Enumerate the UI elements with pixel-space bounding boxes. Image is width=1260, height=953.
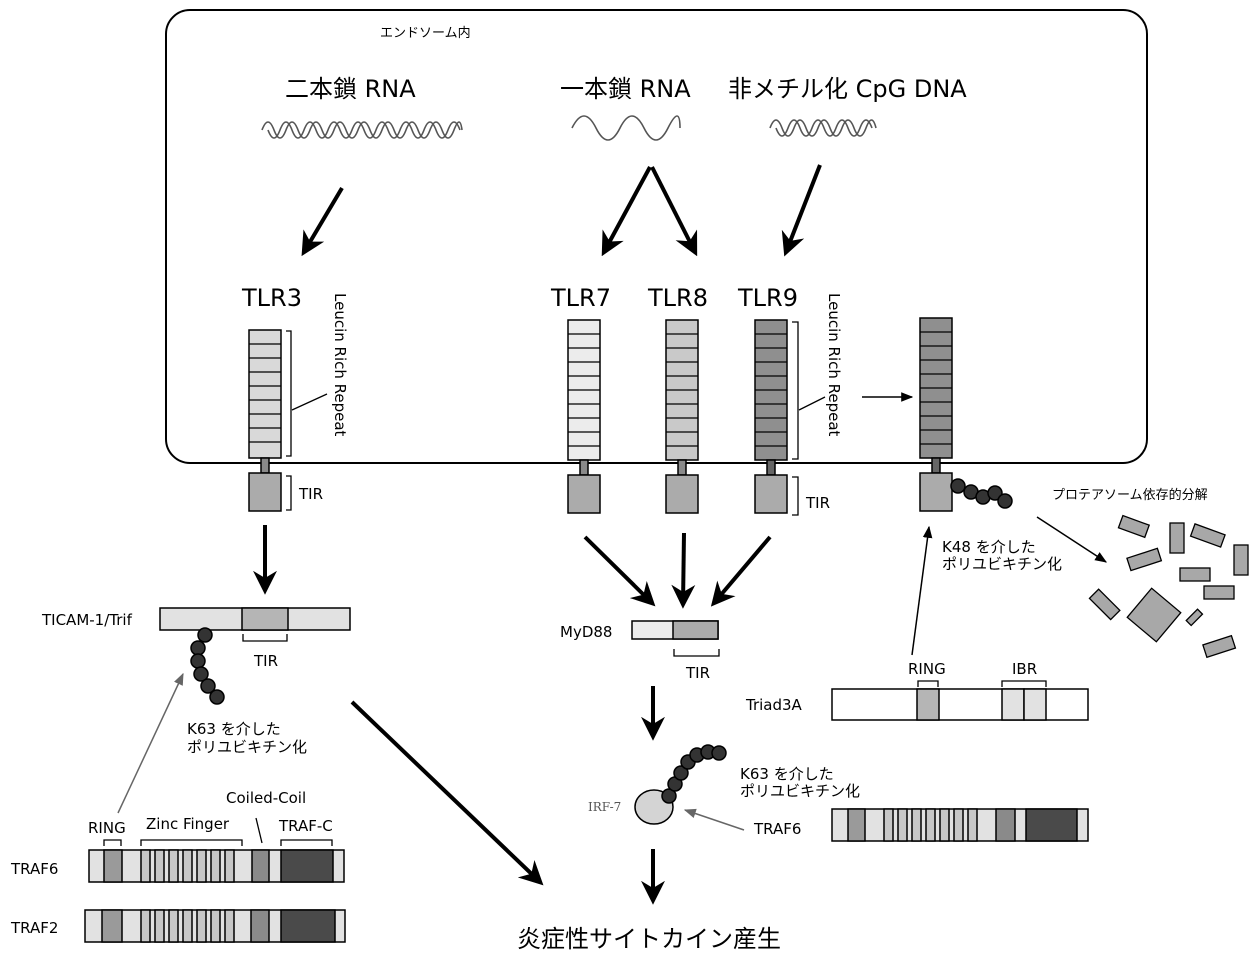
tlr9-ubiquitinated	[920, 318, 952, 511]
ligand-dsrna-label: 二本鎖 RNA	[285, 75, 416, 103]
triad3a-ring-label: RING	[908, 660, 946, 678]
tlr9-lrr-bracket	[792, 322, 798, 459]
arrow-ssrna-to-tlr8	[652, 167, 695, 252]
traf-coiled-coil-leader	[256, 818, 262, 843]
tlr8-label: TLR8	[647, 284, 708, 312]
tlr9-tir-bracket	[792, 477, 798, 515]
traf6-right-label: TRAF6	[753, 820, 801, 838]
myd88-label: MyD88	[560, 623, 612, 641]
trif-protein	[160, 608, 350, 630]
irf7-label: IRF-7	[588, 800, 621, 814]
traf-zinc-finger-bracket	[141, 840, 242, 846]
cytokine-production-label: 炎症性サイトカイン産生	[517, 925, 781, 953]
arrow-trif-to-cytokine	[352, 702, 540, 882]
k63-ubiquitin-chain-trif	[191, 628, 224, 704]
tlr9-receptor	[755, 320, 787, 513]
trif-tir-label: TIR	[253, 652, 278, 670]
tlr8-receptor	[666, 320, 698, 513]
k63-right-label-line1: K63 を介した	[740, 765, 834, 783]
k63-left-label-line2: ポリユビキチン化	[187, 738, 307, 756]
tlr3-receptor	[249, 330, 281, 511]
lrr-label-right: Leucin Rich Repeat	[825, 293, 843, 437]
traf6-left-domains	[89, 850, 344, 882]
arrow-tlr8-to-myd88	[683, 533, 684, 604]
endosome-label: エンドソーム内	[380, 25, 471, 41]
traf6-left-label: TRAF6	[10, 860, 58, 878]
tlr3-lrr-bracket	[286, 331, 291, 456]
triad3a-ibr-label: IBR	[1012, 660, 1037, 678]
tlr9-label: TLR9	[737, 284, 798, 312]
k63-right-label-line2: ポリユビキチン化	[740, 782, 860, 800]
traf-zinc-finger-label: Zinc Finger	[146, 815, 230, 833]
ligand-ssrna-label: 一本鎖 RNA	[560, 75, 691, 103]
k63-left-label-line1: K63 を介した	[187, 720, 281, 738]
traf-c-label: TRAF-C	[278, 817, 333, 835]
myd88-tir-label: TIR	[685, 664, 710, 682]
tlr7-label: TLR7	[550, 284, 611, 312]
k48-label-line2: ポリユビキチン化	[942, 555, 1062, 573]
tlr3-lrr-leader	[292, 394, 327, 410]
tlr3-tir-bracket	[286, 476, 291, 510]
ligand-cpg-label: 非メチル化 CpG DNA	[728, 75, 967, 103]
arrow-traf6-to-irf7	[685, 810, 744, 830]
traf2-domains	[85, 910, 345, 942]
traf-c-bracket	[281, 840, 332, 846]
traf-coiled-coil-label: Coiled-Coil	[226, 789, 306, 807]
ssrna-wave	[572, 116, 680, 140]
tlr9-lrr-leader	[799, 397, 825, 410]
k48-ubiquitin-chain	[951, 479, 1012, 508]
triad3a-ibr-bracket	[1002, 681, 1046, 687]
arrow-cpg-to-tlr9	[786, 165, 820, 252]
myd88-tir-bracket	[674, 649, 719, 656]
proteasome-fragments	[1089, 516, 1248, 658]
tlr9-tir-label: TIR	[805, 494, 830, 512]
traf-ring-bracket	[104, 840, 121, 846]
arrow-traf6-to-trif-ubiquitin	[118, 674, 183, 813]
trif-tir-bracket	[243, 634, 287, 641]
arrow-ssrna-to-tlr7	[604, 167, 650, 252]
triad3a-ring-bracket	[918, 681, 938, 687]
myd88-protein	[632, 621, 718, 639]
traf6-right-domains	[832, 809, 1088, 841]
triad3a-label: Triad3A	[745, 696, 803, 714]
tlr7-receptor	[568, 320, 600, 513]
k63-ubiquitin-chain-irf7	[662, 745, 726, 803]
degradation-label: プロテアソーム依存的分解	[1052, 487, 1208, 503]
tlr3-label: TLR3	[241, 284, 302, 312]
lrr-label-left: Leucin Rich Repeat	[331, 293, 349, 437]
k48-label-line1: K48 を介した	[942, 538, 1036, 556]
arrow-tlr7-to-myd88	[585, 537, 652, 603]
tlr3-tir-label: TIR	[298, 485, 323, 503]
trif-label: TICAM-1/Trif	[41, 611, 133, 629]
dsrna-wave-b	[268, 122, 460, 138]
traf-ring-label: RING	[88, 819, 126, 837]
triad3a-protein	[832, 689, 1088, 720]
arrow-dsrna-to-tlr3	[304, 188, 342, 252]
traf2-label: TRAF2	[10, 919, 58, 937]
arrow-tlr9-to-myd88	[714, 537, 770, 603]
arrow-triad3a-to-tlr9	[912, 527, 929, 655]
